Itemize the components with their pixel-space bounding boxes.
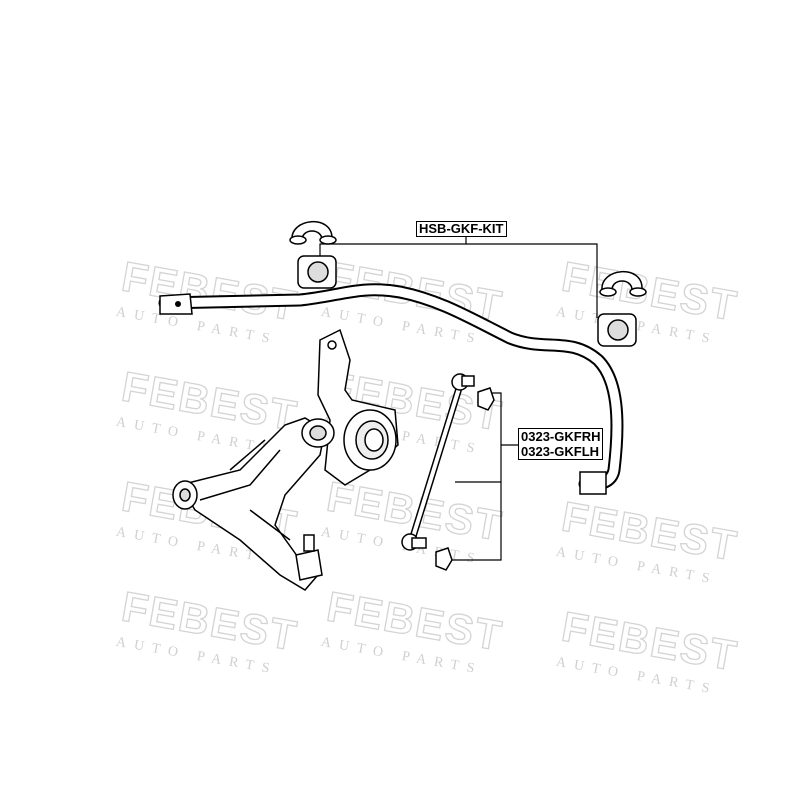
steering-knuckle bbox=[317, 328, 399, 486]
bushing-kit-part-number: HSB-GKF-KIT bbox=[416, 221, 507, 237]
link-left-part-number: 0323-GKFLH bbox=[521, 444, 600, 459]
bushing-kit bbox=[289, 221, 647, 347]
stabilizer-bar bbox=[158, 283, 624, 495]
link-right-part-number: 0323-GKFRH bbox=[521, 429, 601, 444]
link-part-numbers: 0323-GKFRH 0323-GKFLH bbox=[518, 428, 604, 460]
leader-lines bbox=[319, 236, 598, 561]
lower-control-arm bbox=[172, 417, 335, 591]
stabilizer-link bbox=[401, 373, 495, 571]
